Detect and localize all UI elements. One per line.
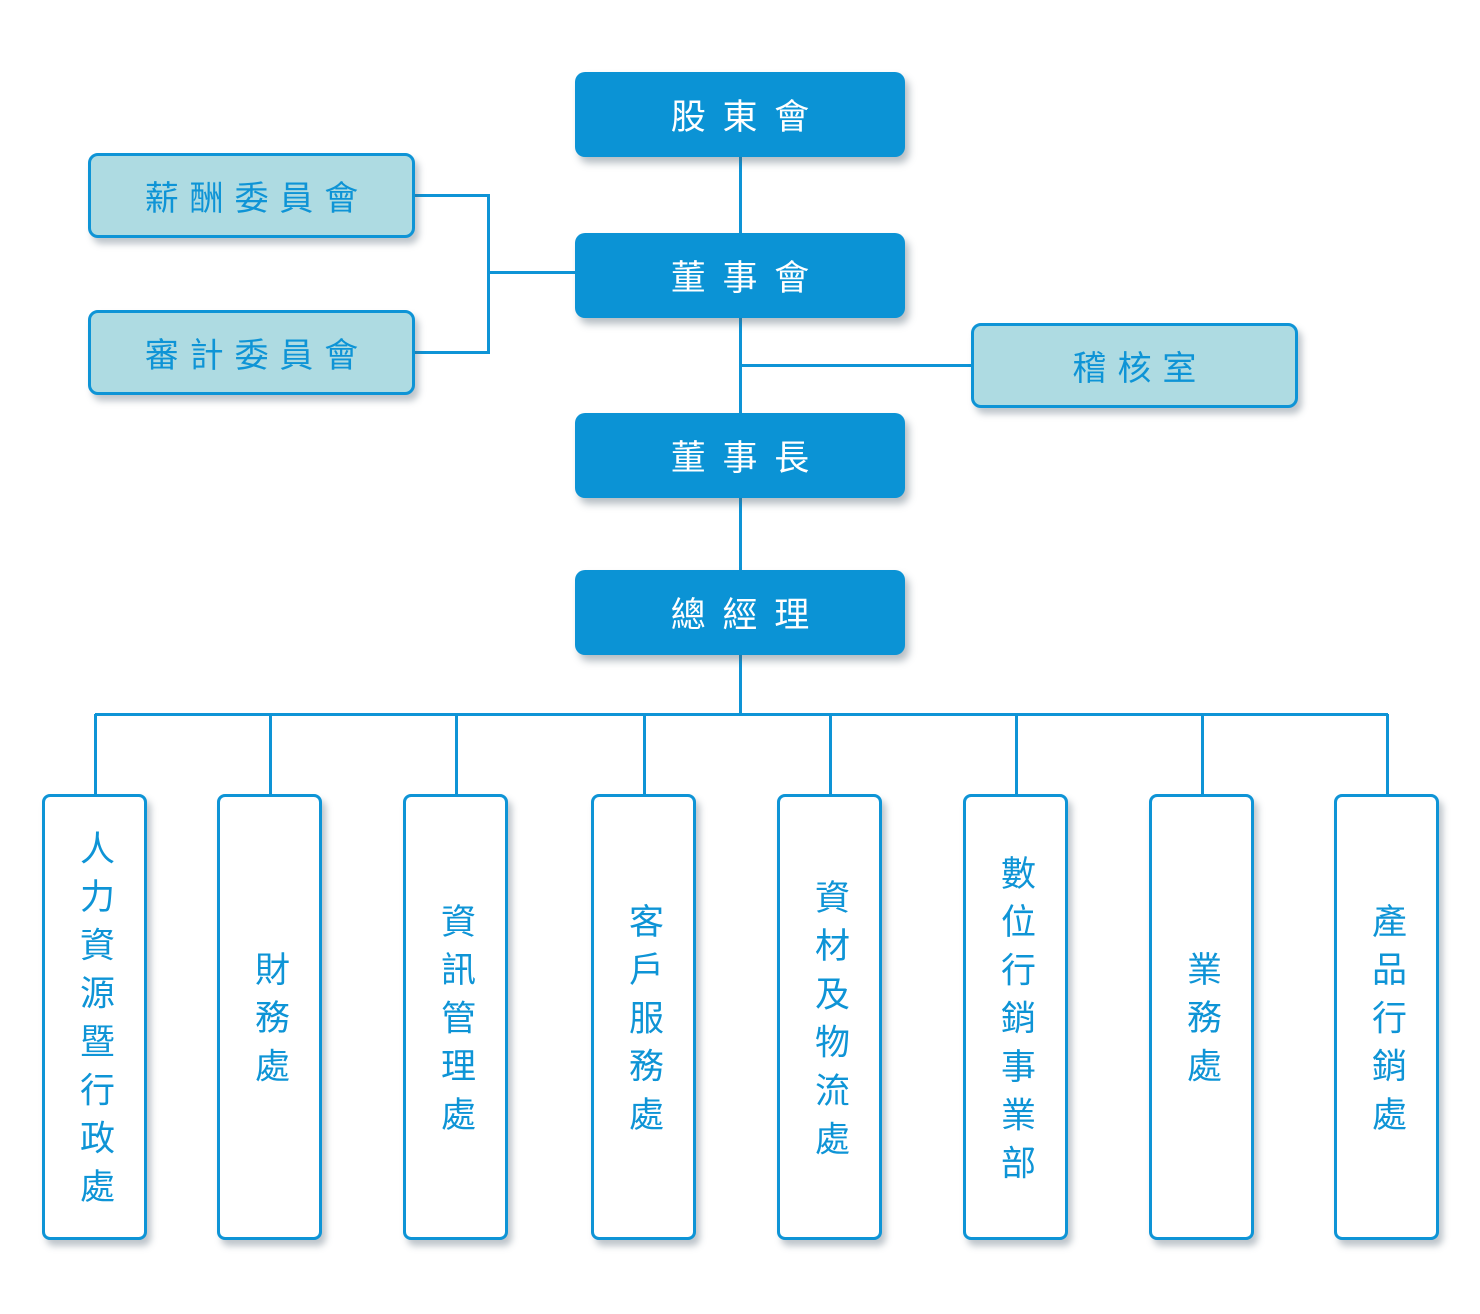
node-dept-sales: 業務處 [1149, 794, 1254, 1240]
connector-shareholders-board [738, 157, 742, 233]
node-compensation-committee: 薪酬委員會 [88, 153, 415, 238]
node-label: 業務處 [1182, 951, 1221, 1097]
node-audit-committee: 審計委員會 [88, 310, 415, 395]
node-dept-product-marketing: 產品行銷處 [1334, 794, 1439, 1240]
connector-chairman-president [738, 498, 742, 570]
node-dept-customer-service: 客戶服務處 [591, 794, 696, 1240]
node-label: 總經理 [670, 596, 827, 635]
connector-bracket-board [488, 270, 575, 274]
node-general-manager: 總經理 [575, 570, 905, 655]
node-dept-digital-marketing-bu: 數位行銷事業部 [963, 794, 1068, 1240]
connector-drop [1014, 714, 1018, 794]
node-board-of-directors: 董事會 [575, 233, 905, 318]
node-label: 財務處 [250, 951, 289, 1097]
node-dept-hr-admin: 人力資源暨行政處 [42, 794, 147, 1240]
connector-drop [828, 714, 832, 794]
node-label: 數位行銷事業部 [996, 854, 1035, 1193]
node-label: 資訊管理處 [436, 902, 475, 1145]
node-label: 董事長 [670, 439, 827, 478]
node-label: 客戶服務處 [624, 902, 663, 1145]
connector-drop [93, 714, 97, 794]
connector-drop [268, 714, 272, 794]
node-label: 董事會 [670, 259, 827, 298]
connector-drop [642, 714, 646, 794]
node-audit-office: 稽核室 [971, 323, 1298, 408]
connector-drop [1385, 714, 1389, 794]
connector-drop [454, 714, 458, 794]
connector-audit-office-branch [740, 363, 971, 367]
node-label: 稽核室 [1072, 350, 1208, 388]
connector-audit-committee-branch [415, 350, 488, 354]
node-label: 資材及物流處 [810, 878, 849, 1169]
node-label: 薪酬委員會 [144, 180, 370, 218]
connector-compensation-branch [415, 193, 488, 197]
connector-president-rail [738, 655, 742, 714]
node-label: 股東會 [670, 98, 827, 137]
node-shareholders-meeting: 股東會 [575, 72, 905, 157]
node-label: 產品行銷處 [1367, 902, 1406, 1145]
node-dept-information-management: 資訊管理處 [403, 794, 508, 1240]
connector-drop [1200, 714, 1204, 794]
node-dept-materials-logistics: 資材及物流處 [777, 794, 882, 1240]
connector-committee-bracket [486, 193, 490, 354]
node-chairman: 董事長 [575, 413, 905, 498]
node-label: 審計委員會 [144, 337, 370, 375]
node-label: 人力資源暨行政處 [75, 830, 114, 1217]
node-dept-finance: 財務處 [217, 794, 322, 1240]
connector-department-rail [95, 712, 1388, 716]
